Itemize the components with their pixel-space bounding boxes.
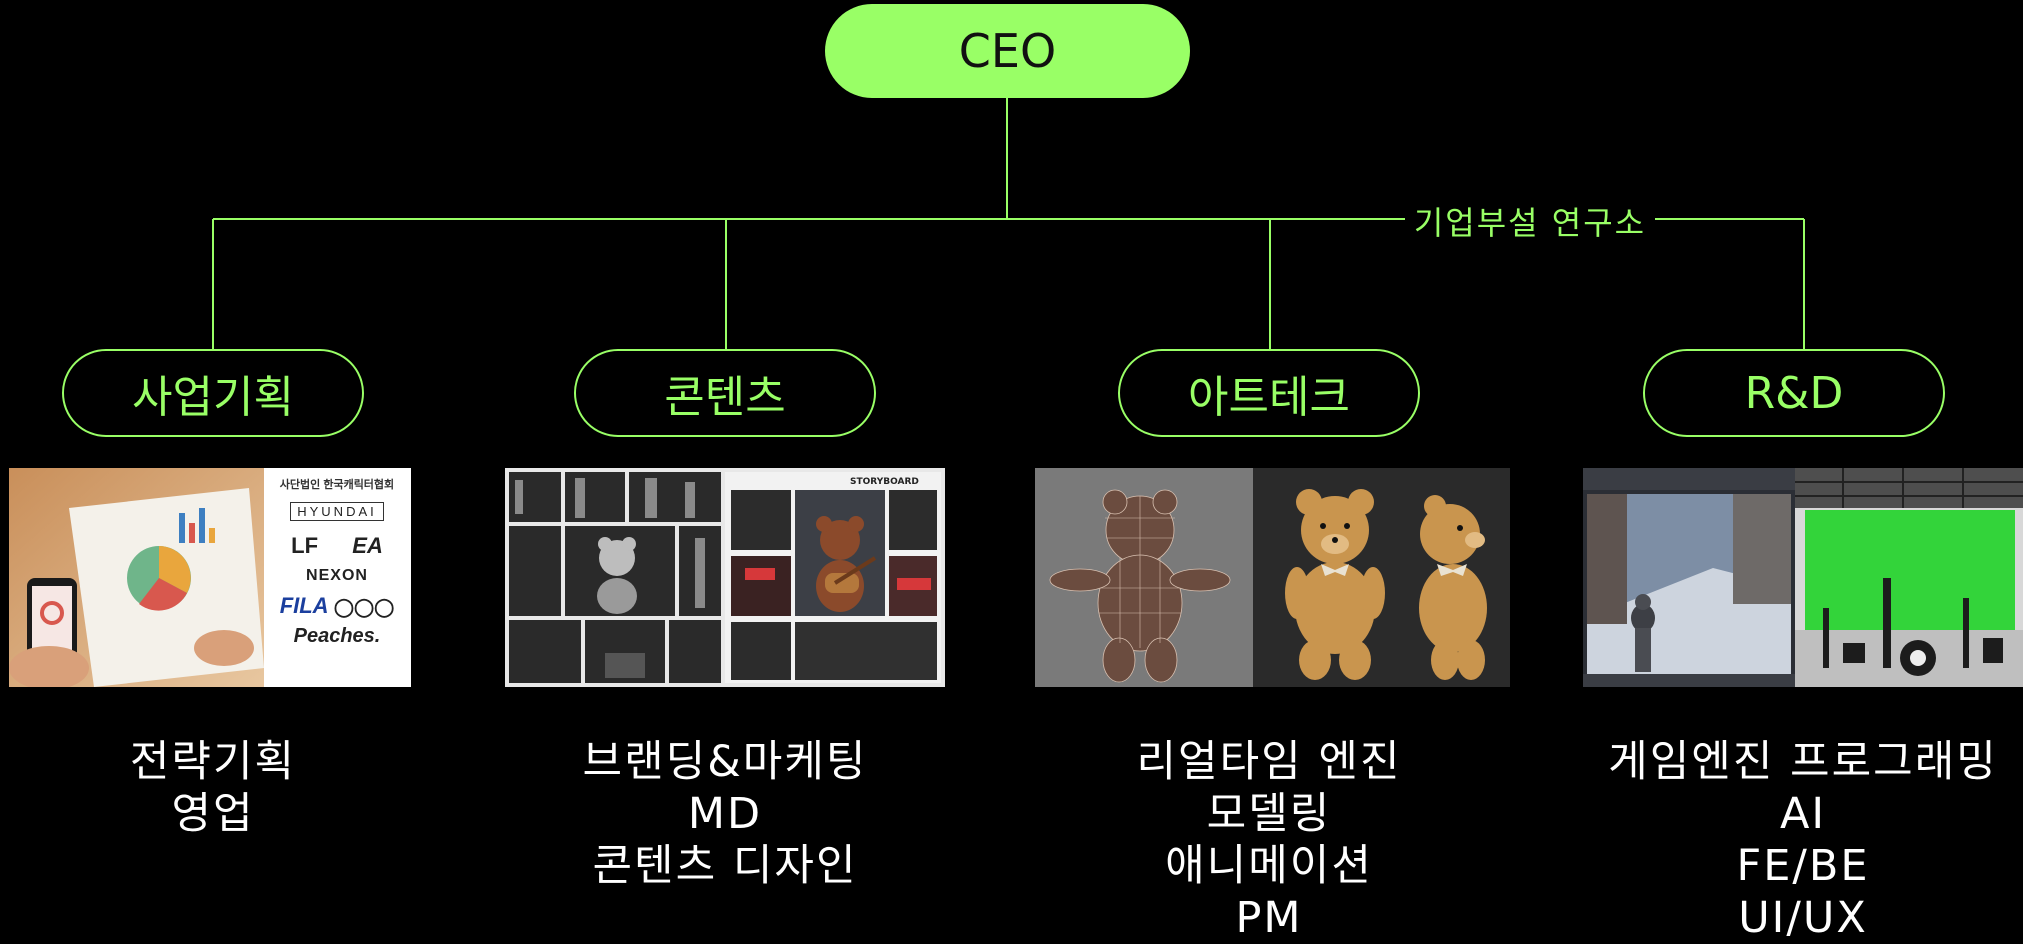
contents-image: STORYBOARD bbox=[505, 468, 945, 687]
logo-peaches: Peaches. bbox=[293, 625, 381, 647]
logo-fila: FILA bbox=[279, 593, 328, 618]
dept-node-contents: 콘텐츠 bbox=[574, 349, 876, 437]
ceo-node: CEO bbox=[825, 4, 1190, 98]
teddy-model-illustration bbox=[1035, 468, 1510, 687]
logo-hyundai: HYUNDAI bbox=[290, 502, 384, 521]
dept-name: R&D bbox=[1744, 367, 1844, 419]
roles-contents: 브랜딩&마케팅 MD 콘텐츠 디자인 bbox=[524, 736, 926, 892]
dept-node-rnd: R&D bbox=[1643, 349, 1945, 437]
dept-node-planning: 사업기획 bbox=[62, 349, 364, 437]
roles-arttech: 리얼타임 엔진 모델링 애니메이션 PM bbox=[1068, 736, 1470, 944]
engine-studio-illustration bbox=[1583, 468, 2023, 687]
arttech-image bbox=[1035, 468, 1510, 687]
logo-lf: LF bbox=[291, 533, 319, 558]
dept-name: 콘텐츠 bbox=[664, 372, 786, 423]
role-item: AI bbox=[1779, 789, 1827, 839]
roles-planning: 전략기획 영업 bbox=[62, 736, 364, 840]
role-item: 콘텐츠 디자인 bbox=[592, 841, 858, 891]
roles-rnd: 게임엔진 프로그래밍 AI FE/BE UI/UX bbox=[1583, 736, 2023, 944]
logo-character-association: 사단법인 한국캐릭터협회 bbox=[279, 479, 395, 491]
role-item: FE/BE bbox=[1736, 841, 1870, 891]
storyboard-illustration: STORYBOARD bbox=[505, 468, 945, 687]
role-item: 영업 bbox=[171, 789, 255, 839]
storyboard-title: STORYBOARD bbox=[850, 477, 919, 487]
role-item: 게임엔진 프로그래밍 bbox=[1608, 737, 1998, 787]
dept-name: 아트테크 bbox=[1188, 372, 1350, 423]
rnd-image bbox=[1583, 468, 2023, 687]
role-item: UI/UX bbox=[1738, 893, 1868, 943]
dept-name: 사업기획 bbox=[132, 372, 294, 423]
role-item: 전략기획 bbox=[129, 737, 297, 787]
role-item: 모델링 bbox=[1206, 789, 1332, 839]
role-item: MD bbox=[687, 789, 763, 839]
logo-ea: EA bbox=[352, 533, 383, 558]
role-item: 브랜딩&마케팅 bbox=[582, 737, 868, 787]
role-item: 애니메이션 bbox=[1165, 841, 1373, 891]
ceo-label: CEO bbox=[958, 24, 1057, 78]
role-item: 리얼타임 엔진 bbox=[1136, 737, 1402, 787]
research-lab-label: 기업부설 연구소 bbox=[1405, 196, 1655, 246]
planning-image: 사단법인 한국캐릭터협회 HYUNDAI LF EA NEXON FILA ◯◯… bbox=[9, 468, 411, 687]
dept-node-arttech: 아트테크 bbox=[1118, 349, 1420, 437]
logo-nexon: NEXON bbox=[306, 567, 368, 584]
planning-illustration bbox=[9, 468, 411, 687]
role-item: PM bbox=[1235, 893, 1303, 943]
audi-rings-icon: ◯◯◯ bbox=[333, 597, 395, 617]
